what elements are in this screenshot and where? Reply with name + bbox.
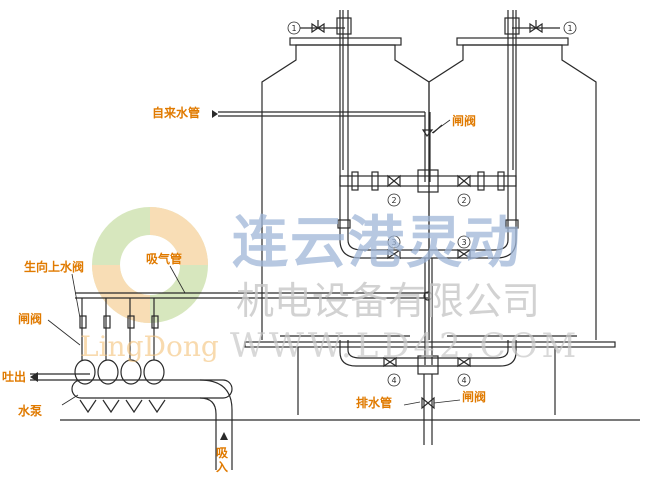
base-frame: [244, 341, 616, 348]
marker-2-left-label: 2: [391, 196, 396, 205]
marker-4-right: [457, 373, 471, 387]
marker-3-left-label: 3: [391, 238, 396, 247]
discharge-arrow-icon: [30, 372, 38, 382]
pump-assembly: [30, 298, 233, 470]
marker-4-right-label: 4: [461, 376, 466, 385]
top-valve-right: [504, 17, 560, 35]
label-air-pipe: 吸气管: [146, 252, 183, 266]
label-tap-water-pipe: 自来水管: [152, 106, 201, 120]
label-gate-valve-top: 闸阀: [452, 114, 477, 128]
marker-1-left: [287, 21, 301, 35]
label-discharge: 吐出: [2, 370, 27, 384]
tap-arrow-icon: [212, 110, 218, 118]
marker-4-left-label: 4: [391, 376, 396, 385]
top-valve-left: [300, 17, 352, 35]
label-suction: 吸入: [216, 446, 229, 474]
marker-1-left-label: 1: [291, 24, 296, 33]
marker-3-right-label: 3: [461, 238, 466, 247]
suction-arrow-icon: [220, 432, 228, 440]
label-pump: 水泵: [18, 404, 43, 418]
watermark-subtitle: 机电设备有限公司: [236, 279, 541, 323]
marker-1-right-label: 1: [567, 24, 572, 33]
watermark-title: 连云港灵动: [232, 210, 522, 276]
logo-gear-icon: [92, 207, 208, 323]
marker-2-right-label: 2: [461, 196, 466, 205]
leader-lines: [47, 119, 461, 406]
left-tank: [261, 37, 430, 340]
marker-1-right: [563, 21, 577, 35]
marker-2-left: [387, 193, 401, 207]
watermark-url: WWW.LD42.COM: [230, 326, 581, 366]
label-gate-valve-left: 闸阀: [18, 312, 43, 326]
watermark-latin: LingDong: [80, 330, 219, 363]
marker-3-left: [387, 235, 401, 249]
marker-3-right: [457, 235, 471, 249]
label-gate-valve-bottom: 闸阀: [462, 390, 487, 404]
marker-2-right: [457, 193, 471, 207]
marker-4-left: [387, 373, 401, 387]
flow-arrows: [30, 110, 228, 440]
label-lift-valve: 生向上水阀: [24, 260, 85, 274]
label-drain-pipe: 排水管: [356, 396, 393, 410]
